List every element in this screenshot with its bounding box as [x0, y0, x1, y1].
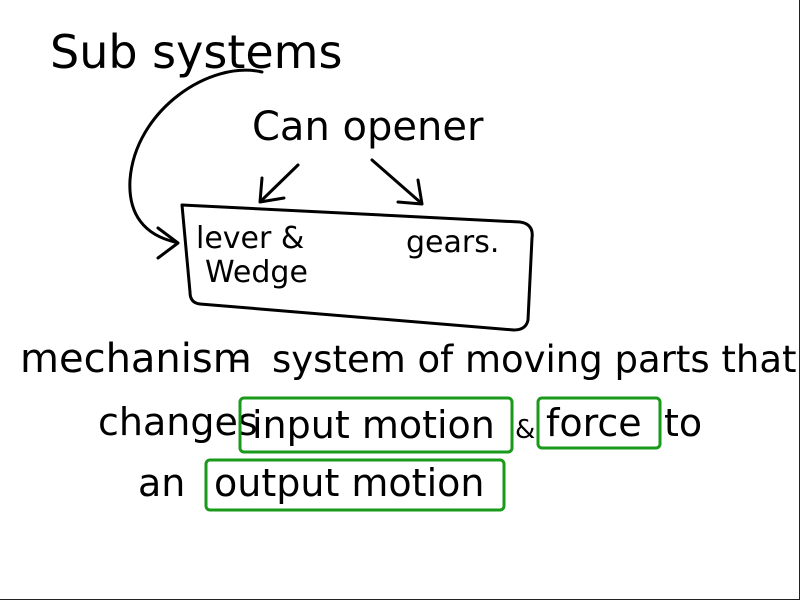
subsystem-box [180, 203, 534, 332]
definition-changes: changes [98, 400, 258, 444]
arrow-to-lever [260, 163, 300, 202]
definition-dash: – [230, 336, 250, 382]
curved-arrow [128, 68, 264, 244]
arrow-to-gears [370, 158, 422, 204]
definition-to: to [664, 401, 702, 445]
part-lever: lever & [196, 221, 304, 256]
ampersand: & [515, 415, 535, 445]
highlight-input-motion: input motion [252, 403, 495, 447]
highlight-force: force [546, 401, 642, 445]
definition-an: an [138, 461, 185, 505]
part-wedge: Wedge [205, 255, 308, 290]
arrow-to-lever-head [258, 176, 286, 204]
highlight-box-force [536, 396, 662, 450]
highlight-box-input [238, 396, 514, 454]
curved-arrow-head [156, 226, 180, 260]
highlight-output-motion: output motion [214, 461, 484, 505]
heading-sub-systems: Sub systems [50, 25, 342, 79]
part-gears: gears. [406, 225, 499, 260]
definition-line1: system of moving parts that [272, 338, 797, 381]
arrow-to-gears-head [396, 178, 424, 206]
example-can-opener: Can opener [252, 104, 484, 150]
definition-term: mechanism [20, 336, 252, 382]
highlight-box-output [204, 458, 506, 512]
